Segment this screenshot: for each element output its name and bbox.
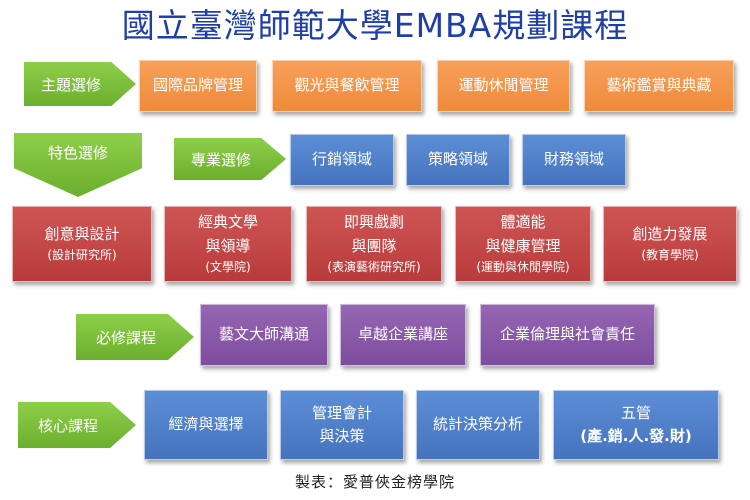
course-improv-drama: 即興戲劇 與團隊 (表演藝術研究所) bbox=[306, 206, 442, 282]
professional-electives-label: 專業選修 bbox=[190, 150, 251, 169]
course-art-master-communication: 藝文大師溝通 bbox=[200, 304, 328, 366]
course-economics-choice: 經濟與選擇 bbox=[144, 390, 268, 460]
course-marketing: 行銷領域 bbox=[290, 134, 394, 186]
course-strategy: 策略領域 bbox=[406, 134, 510, 186]
course-classic-literature: 經典文學 與領導 (文學院) bbox=[164, 206, 292, 282]
professional-electives-arrow: 專業選修 bbox=[174, 138, 286, 180]
course-international-brand: 國際品牌管理 bbox=[139, 60, 257, 112]
course-fitness-health: 體適能 與健康管理 (運動與休閒學院) bbox=[455, 206, 591, 282]
course-creativity-design: 創意與設計 (設計研究所) bbox=[12, 206, 152, 282]
core-courses-label: 核心課程 bbox=[37, 416, 98, 435]
core-courses-arrow: 核心課程 bbox=[18, 402, 136, 448]
course-business-ethics: 企業倫理與社會責任 bbox=[480, 304, 655, 366]
footer-credit: 製表：愛普俠金榜學院 bbox=[294, 473, 455, 491]
page-title: 國立臺灣師範大學EMBA規劃課程 bbox=[121, 6, 629, 45]
required-courses-label: 必修課程 bbox=[95, 328, 156, 347]
course-creativity-development: 創造力發展 (教育學院) bbox=[603, 206, 737, 282]
thematic-electives-label: 主題選修 bbox=[40, 75, 101, 94]
featured-electives-label: 特色選修 bbox=[47, 144, 108, 162]
course-finance: 財務領域 bbox=[522, 134, 626, 186]
course-management-accounting: 管理會計 與決策 bbox=[280, 390, 404, 460]
required-courses-arrow: 必修課程 bbox=[76, 314, 194, 360]
course-excellence-lectures: 卓越企業講座 bbox=[340, 304, 466, 366]
course-five-management: 五管 (產.銷.人.發.財) bbox=[553, 390, 719, 460]
featured-electives-arrow: 特色選修 bbox=[14, 133, 142, 197]
course-art-collection: 藝術鑑賞與典藏 bbox=[584, 60, 734, 112]
course-statistical-decision: 統計決策分析 bbox=[416, 390, 540, 460]
course-tourism-dining: 觀光與餐飲管理 bbox=[272, 60, 422, 112]
thematic-electives-arrow: 主題選修 bbox=[24, 62, 136, 106]
course-sports-leisure: 運動休閒管理 bbox=[437, 60, 570, 112]
